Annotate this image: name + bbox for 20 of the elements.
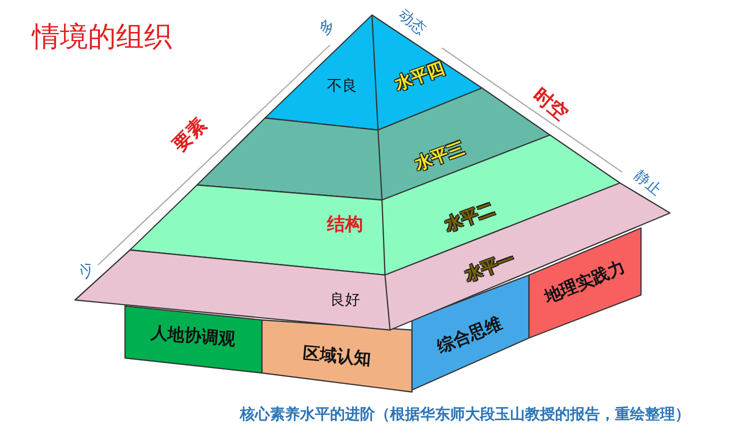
level-label: 水平一 [463, 251, 517, 285]
scale-label: 不良 [327, 78, 357, 94]
axis-label: 少 [75, 259, 97, 281]
level-label: 水平三 [413, 140, 467, 174]
axis-title: 结构 [327, 216, 363, 234]
title: 情境的组织 [32, 22, 172, 53]
literacy-label: 地理实践力 [542, 259, 628, 307]
axis-label: 动态 [396, 6, 428, 38]
base-block [262, 320, 412, 392]
scale-label: 良好 [330, 292, 360, 308]
caption: 核心素养水平的进阶（根据华东师大段玉山教授的报告，重绘整理） [240, 405, 690, 423]
axis-title: 要素 [170, 114, 210, 156]
literacy-label: 区域认知 [302, 346, 372, 368]
axis-label: 多 [316, 16, 338, 38]
level-label: 水平四 [393, 60, 447, 94]
level-label: 水平二 [443, 201, 497, 235]
literacy-label: 人地协调观 [150, 324, 236, 350]
literacy-label: 综合思维 [435, 315, 505, 357]
axis-title: 时空 [529, 86, 571, 124]
axis-label: 静止 [632, 168, 664, 198]
